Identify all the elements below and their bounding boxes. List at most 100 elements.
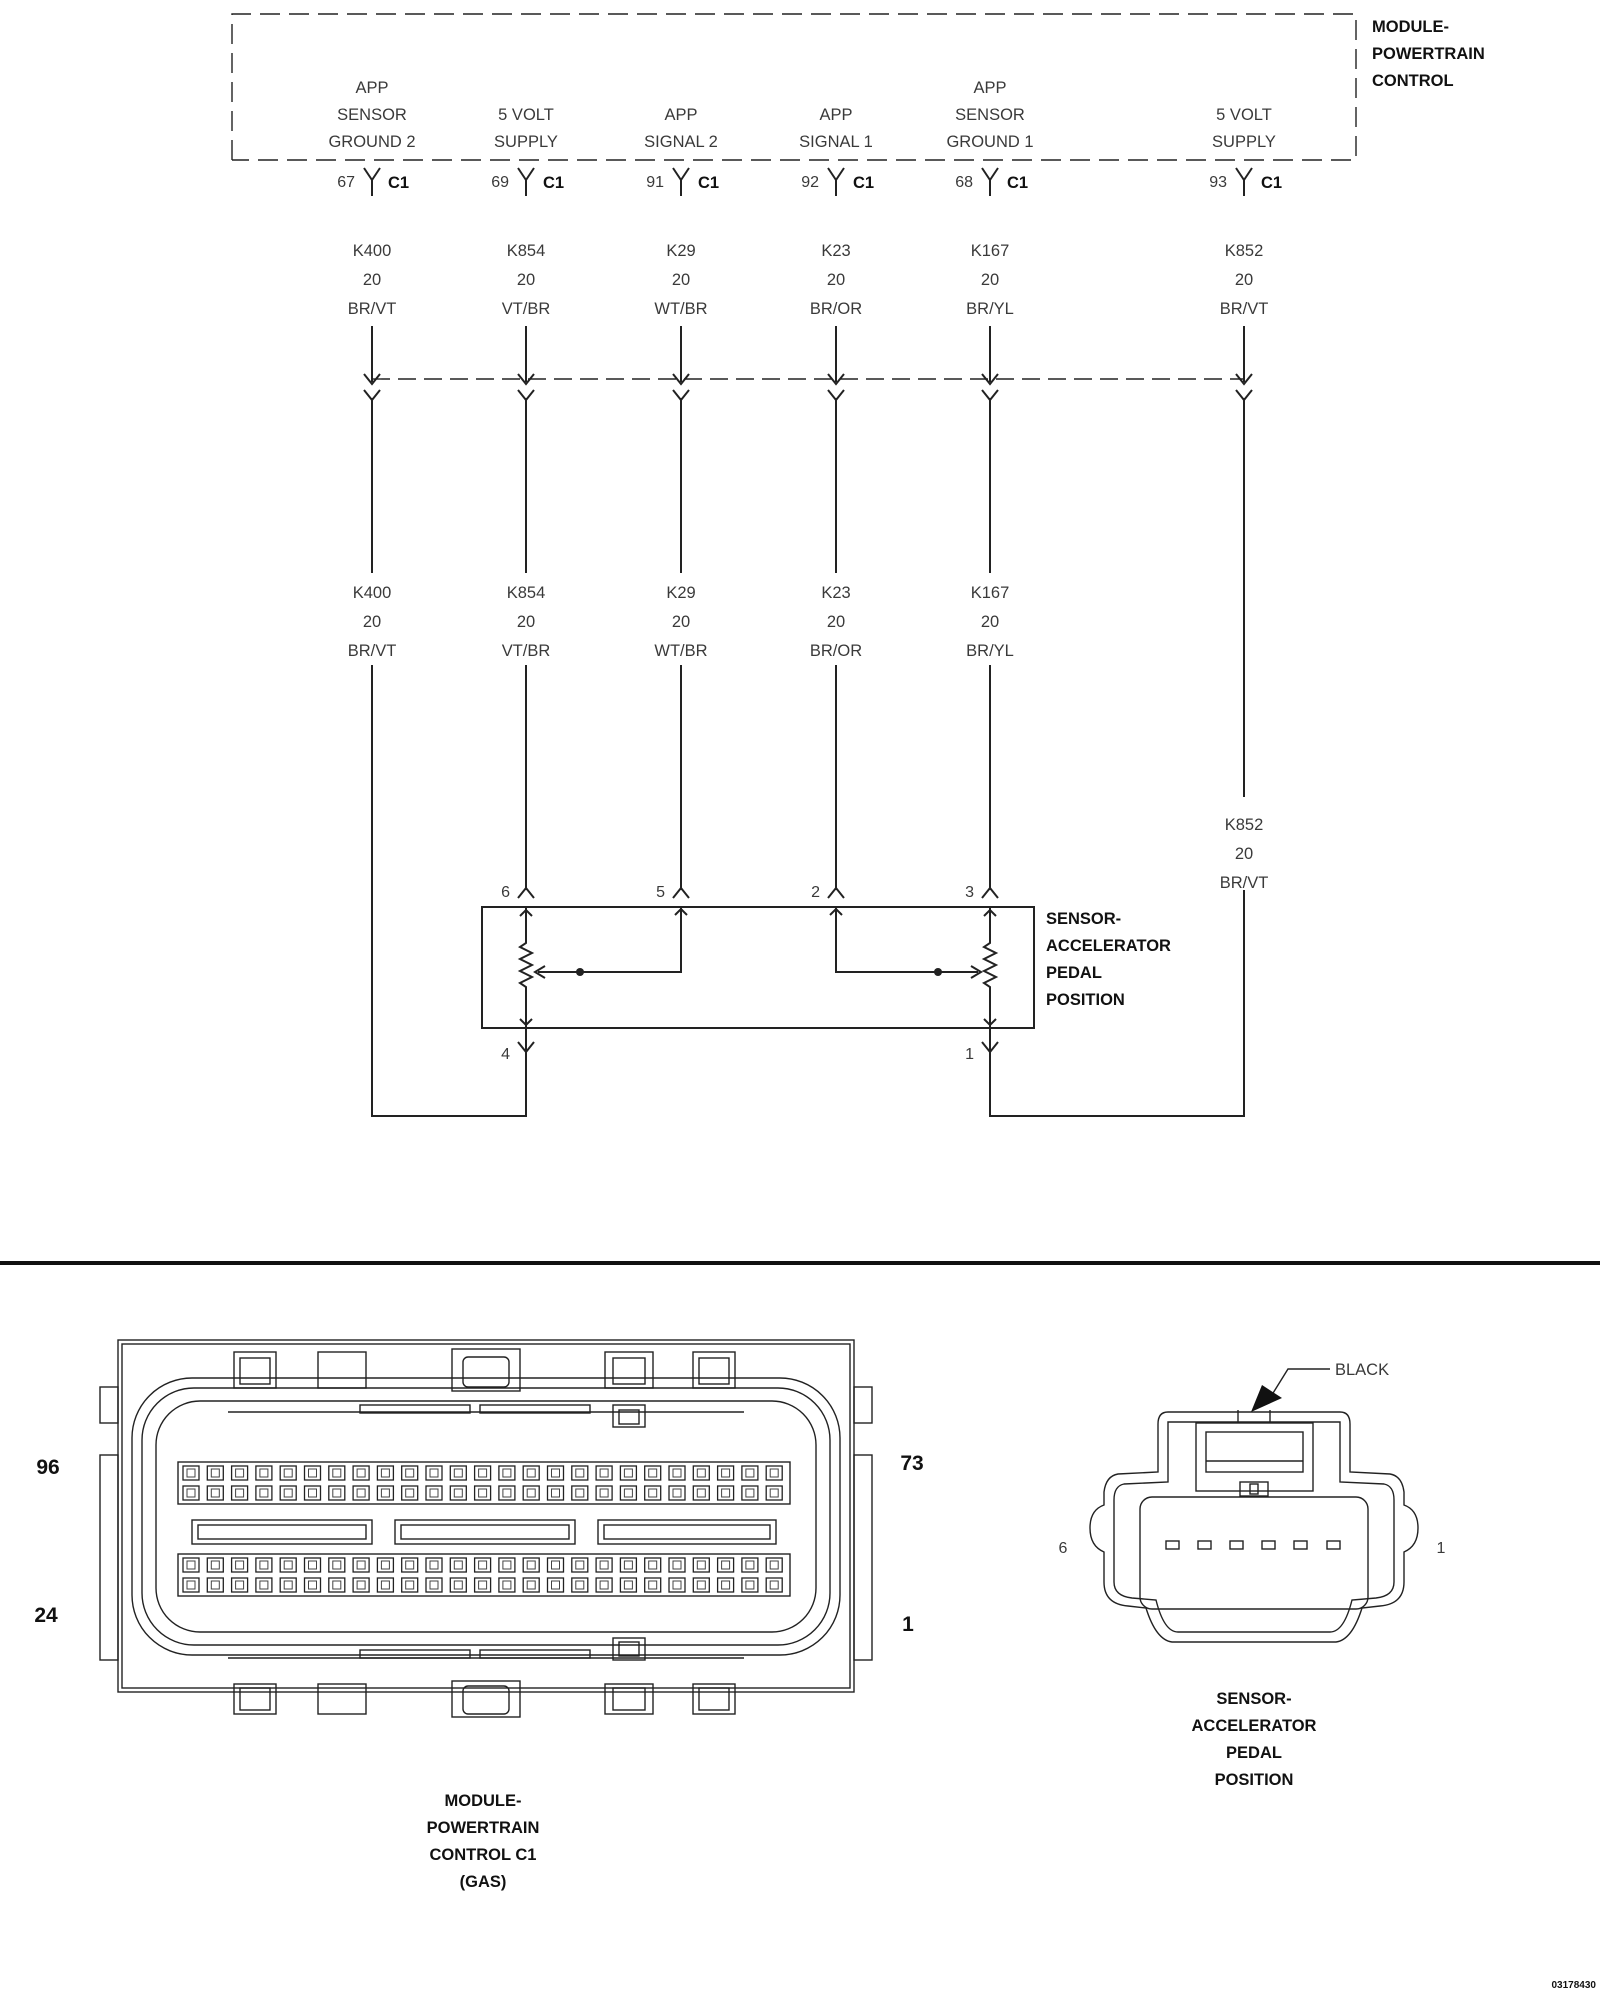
document-id: 03178430 bbox=[1552, 1980, 1597, 1991]
app-connector-pin-6-label: 6 bbox=[1059, 1540, 1068, 1557]
wire-label-gauge-k23-upper: 20 bbox=[827, 271, 845, 289]
c1-cavity-terminal bbox=[405, 1488, 415, 1498]
c1-cavity bbox=[425, 1465, 443, 1481]
c1-cavity bbox=[206, 1557, 224, 1573]
c1-cavity-terminal bbox=[453, 1560, 463, 1570]
c1-cavity-terminal bbox=[380, 1560, 390, 1570]
c1-cavity bbox=[376, 1557, 395, 1573]
c1-cavity-terminal bbox=[186, 1580, 196, 1590]
pot-1-track bbox=[517, 907, 535, 1028]
c1-cavity bbox=[522, 1465, 540, 1481]
c1-cavity-terminal bbox=[745, 1468, 755, 1478]
app-caption-line-4: POSITION bbox=[1215, 1771, 1294, 1789]
c1-cavity-terminal bbox=[283, 1560, 293, 1570]
app-sensor: 6 5 2 3 4 1 SENSOR- ACCELERATOR PEDAL PO… bbox=[481, 884, 1171, 1063]
wire-label-color-k852-lower: BR/VT bbox=[1220, 874, 1269, 892]
c1-cavity-terminal bbox=[235, 1468, 245, 1478]
c1-cavity bbox=[255, 1485, 273, 1501]
c1-cavity bbox=[425, 1577, 443, 1593]
pot-2-wiper-arrow bbox=[970, 965, 983, 979]
c1-cavity bbox=[352, 1557, 370, 1573]
pot-2-arrow-top bbox=[983, 908, 997, 917]
c1-cavity-terminal bbox=[672, 1488, 682, 1498]
pcm-title-line-3: CONTROL bbox=[1372, 72, 1454, 90]
c1-cavity-terminal bbox=[210, 1468, 220, 1478]
c1-cavity bbox=[522, 1577, 540, 1593]
pin-name-67-line-1: APP bbox=[355, 79, 388, 97]
c1-cavity-terminal bbox=[356, 1488, 366, 1498]
c1-cavity bbox=[644, 1577, 662, 1593]
pin-number-91: 91 bbox=[646, 174, 664, 191]
c1-cavity bbox=[498, 1465, 516, 1481]
c1-cavity-terminal bbox=[332, 1580, 342, 1590]
c1-cavity-terminal bbox=[672, 1580, 682, 1590]
c1-cavity bbox=[206, 1485, 224, 1501]
c1-cavity-terminal bbox=[648, 1468, 658, 1478]
c1-cavity-terminal bbox=[332, 1488, 342, 1498]
wire-label-color-k167-lower: BR/YL bbox=[966, 642, 1014, 660]
pin-terminal-68 bbox=[981, 167, 999, 196]
c1-cavity-terminal bbox=[551, 1488, 560, 1498]
c1-cavity-terminal bbox=[502, 1468, 512, 1478]
c1-cavity bbox=[303, 1485, 322, 1501]
c1-cavity bbox=[644, 1485, 662, 1501]
wire-label-color-k854-lower: VT/BR bbox=[502, 642, 551, 660]
c1-cavity-terminal bbox=[502, 1580, 512, 1590]
c1-cavity bbox=[765, 1465, 783, 1481]
pcm-pin-terminals: 67 C1 69 C1 91 C1 92 C1 68 C1 93 C1 bbox=[337, 167, 1282, 196]
sensor-pin-5-terminal bbox=[672, 886, 690, 899]
wire-label-gauge-k29-upper: 20 bbox=[672, 271, 690, 289]
color-callout-arrow bbox=[1269, 1368, 1330, 1399]
c1-caption-line-3: CONTROL C1 bbox=[430, 1846, 537, 1864]
c1-cavity bbox=[571, 1485, 589, 1501]
c1-cavity-terminal bbox=[308, 1468, 317, 1478]
c1-cavity bbox=[425, 1485, 443, 1501]
c1-cavity-terminal bbox=[599, 1580, 609, 1590]
c1-cavity-terminal bbox=[648, 1488, 658, 1498]
c1-cavity-terminal bbox=[648, 1580, 658, 1590]
c1-cavity-terminal bbox=[259, 1580, 269, 1590]
wire-label-circuit-k23-lower: K23 bbox=[821, 584, 850, 602]
c1-cavity-terminal bbox=[623, 1468, 633, 1478]
pot-1-wiper bbox=[538, 907, 682, 973]
c1-cavity-terminal bbox=[283, 1488, 293, 1498]
c1-cavity bbox=[230, 1465, 249, 1481]
c1-cavity bbox=[230, 1485, 249, 1501]
c1-cavity bbox=[644, 1557, 662, 1573]
c1-cavity-terminal bbox=[599, 1560, 609, 1570]
c1-cavity bbox=[449, 1577, 467, 1593]
wire-label-color-k854-upper: VT/BR bbox=[502, 300, 551, 318]
c1-cavity bbox=[230, 1557, 249, 1573]
pin-name-68-line-2: SENSOR bbox=[955, 106, 1025, 124]
wire-label-circuit-k29-upper: K29 bbox=[666, 242, 695, 260]
c1-cavity bbox=[619, 1485, 638, 1501]
c1-cavity bbox=[692, 1465, 710, 1481]
wire-label-gauge-k854-lower: 20 bbox=[517, 613, 535, 631]
c1-cavity-terminal bbox=[210, 1580, 220, 1590]
wire-label-color-k400-lower: BR/VT bbox=[348, 642, 397, 660]
c1-cavity bbox=[644, 1465, 662, 1481]
c1-cavity-terminal bbox=[696, 1580, 706, 1590]
pin-name-92-line-2: SIGNAL 1 bbox=[799, 133, 873, 151]
pin-name-91-line-2: SIGNAL 2 bbox=[644, 133, 718, 151]
c1-cavity-terminal bbox=[478, 1560, 488, 1570]
c1-cavity-terminal bbox=[356, 1468, 366, 1478]
c1-cavity bbox=[595, 1557, 613, 1573]
c1-cavity bbox=[692, 1557, 710, 1573]
section-divider bbox=[0, 1261, 1600, 1265]
pcm-title-line-1: MODULE- bbox=[1372, 18, 1449, 36]
c1-cavity bbox=[279, 1465, 297, 1481]
pin-number-68: 68 bbox=[955, 174, 973, 191]
c1-cavity-terminal bbox=[259, 1468, 269, 1478]
c1-cavity-terminal bbox=[429, 1488, 439, 1498]
c1-cavity bbox=[765, 1485, 783, 1501]
c1-cavity bbox=[571, 1557, 589, 1573]
c1-cavity-terminal bbox=[745, 1488, 755, 1498]
c1-cavity-terminal bbox=[502, 1488, 512, 1498]
c1-cavity-terminal bbox=[551, 1468, 560, 1478]
sensor-pin-6-number: 6 bbox=[501, 884, 510, 901]
c1-connector-body bbox=[99, 1339, 873, 1718]
c1-caption-line-1: MODULE- bbox=[445, 1792, 522, 1810]
c1-cavity bbox=[449, 1485, 467, 1501]
wire-label-circuit-k852-lower: K852 bbox=[1225, 816, 1264, 834]
